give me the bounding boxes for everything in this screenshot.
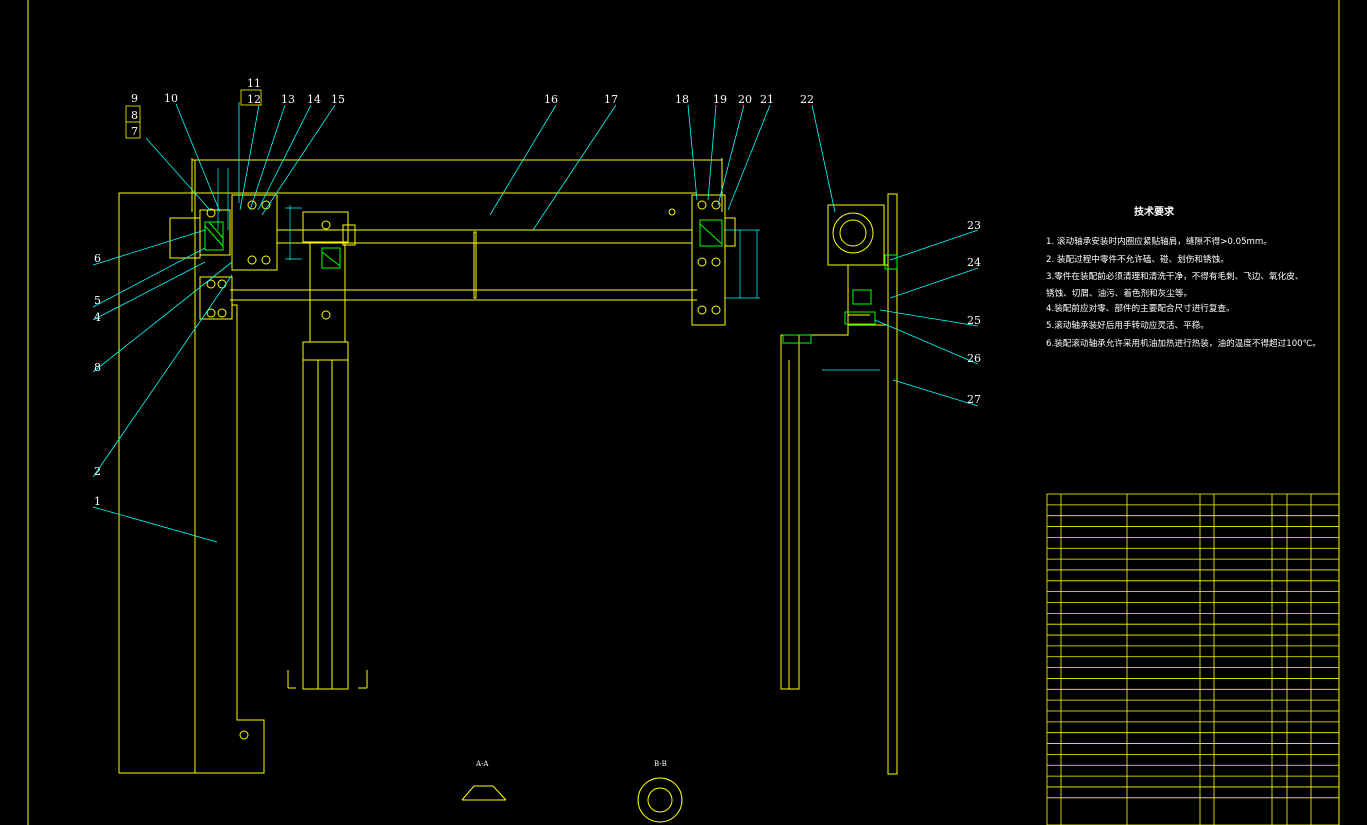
parts-list-table <box>1046 493 1340 825</box>
section-views <box>287 670 683 823</box>
balloon-16: 16 <box>544 93 558 106</box>
leader-lines <box>92 102 979 543</box>
balloon-9: 9 <box>131 92 138 105</box>
balloon-5: 5 <box>94 294 101 307</box>
main-plate-part-1 <box>118 158 723 774</box>
balloon-21: 21 <box>760 93 774 106</box>
balloon-19: 19 <box>713 93 727 106</box>
tech-requirements-notes: 1. 滚动轴承安装时内圈应紧贴轴肩，缝隙不得>0.05mm。 2. 装配过程中零… <box>1046 234 1346 353</box>
balloon-15: 15 <box>331 93 345 106</box>
tech-note: 2. 装配过程中零件不允许磕、碰、划伤和锈蚀。 <box>1046 254 1229 265</box>
balloon-4: 4 <box>94 311 101 324</box>
tech-note: 3.零件在装配前必须清理和清洗干净，不得有毛刺、飞边、氧化皮、 <box>1046 272 1304 282</box>
tech-note: 4.装配前应对零、部件的主要配合尺寸进行复查。 <box>1046 303 1235 314</box>
balloon-6: 6 <box>94 252 101 265</box>
balloon-13: 13 <box>281 93 295 106</box>
balloon-2: 2 <box>94 465 101 478</box>
balloon-27: 27 <box>967 393 981 406</box>
side-view <box>781 193 898 775</box>
tech-note: 1. 滚动轴承安装时内圈应紧贴轴肩，缝隙不得>0.05mm。 <box>1046 237 1272 247</box>
shaft-assembly <box>169 194 736 343</box>
balloon-14: 14 <box>307 93 321 106</box>
tech-note: 锈蚀、切屑、油污、着色剂和灰尘等。 <box>1046 288 1193 299</box>
sheet-border <box>27 0 1340 825</box>
hatched-parts <box>204 219 898 344</box>
balloon-labels: 6 5 4 8 2 1 9 8 7 10 11 12 13 14 15 16 1… <box>94 77 981 768</box>
section-label-a: A-A <box>475 760 489 768</box>
balloon-26: 26 <box>967 352 981 365</box>
tech-requirements-title: 技术要求 <box>1134 207 1174 218</box>
dimension-lines <box>217 168 880 371</box>
balloon-12: 12 <box>247 93 261 106</box>
balloon-22: 22 <box>800 93 814 106</box>
balloon-17: 17 <box>604 93 618 106</box>
tech-note: 6.装配滚动轴承允许采用机油加热进行热装，油的温度不得超过100℃。 <box>1046 338 1321 349</box>
balloon-1: 1 <box>94 495 101 508</box>
tech-note: 5.滚动轴承装好后用手转动应灵活、平稳。 <box>1046 321 1209 331</box>
section-label-b: B-B <box>654 760 667 768</box>
balloon-boxes <box>125 89 262 139</box>
balloon-11: 11 <box>247 77 261 90</box>
bolt-holes <box>206 200 721 740</box>
balloon-23: 23 <box>967 219 981 232</box>
guide-rails <box>302 334 800 690</box>
balloon-7: 7 <box>131 125 138 138</box>
balloon-25: 25 <box>967 314 981 327</box>
balloon-20: 20 <box>738 93 752 106</box>
balloon-10: 10 <box>164 92 178 105</box>
balloon-24: 24 <box>967 256 981 269</box>
balloon-18: 18 <box>675 93 689 106</box>
balloon-8-left: 8 <box>94 361 101 374</box>
balloon-8-top: 8 <box>131 109 138 122</box>
